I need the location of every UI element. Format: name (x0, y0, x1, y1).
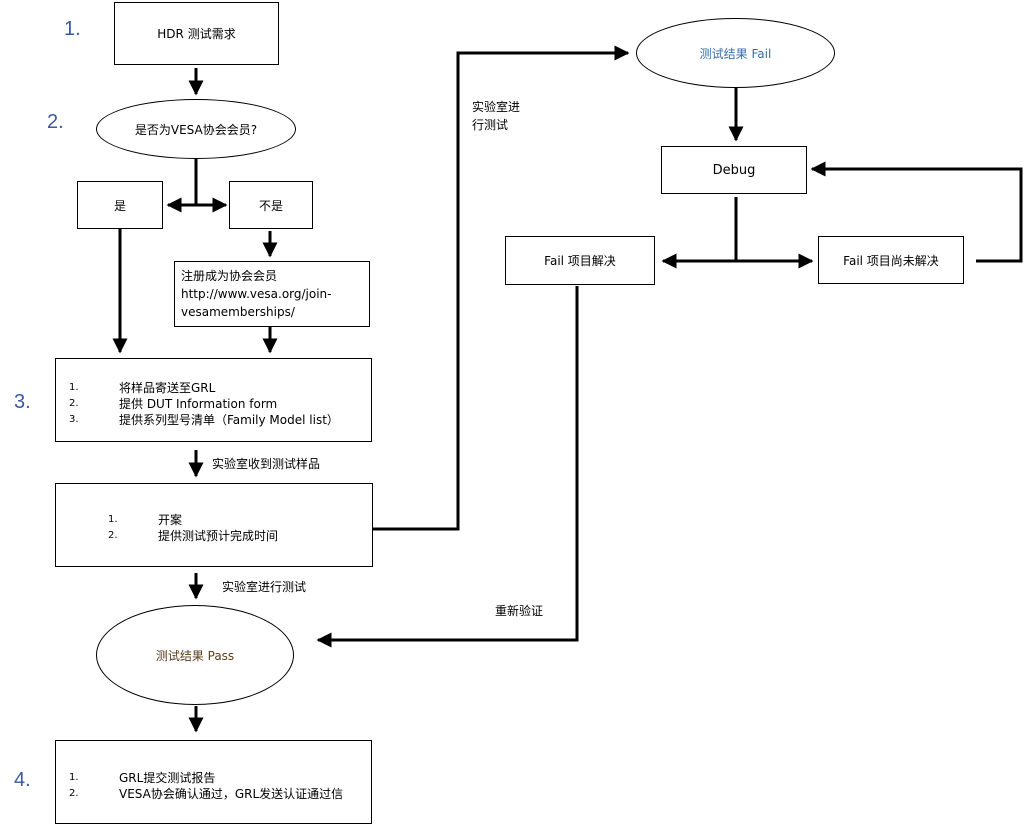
list-item: 1. 将样品寄送至GRL (69, 380, 339, 396)
edge-label-reverify: 重新验证 (495, 604, 544, 618)
step-number-1: 1. (64, 18, 81, 40)
edge-label-lab-received: 实验室收到测试样品 (212, 457, 321, 471)
edge-label-lab-testing-split: 实验室进 行测试 (472, 98, 520, 134)
arrow-opencase-to-fail (373, 45, 630, 531)
list-item-text: 提供系列型号清单（Family Model list） (119, 413, 339, 427)
arrow-unresolved-to-debug (810, 161, 1023, 263)
arrow-resolved-to-pass (316, 286, 579, 648)
send-sample-list: 1. 将样品寄送至GRL 2. 提供 DUT Information form … (69, 380, 339, 428)
no-label: 不是 (258, 198, 283, 213)
send-sample-box: 1. 将样品寄送至GRL 2. 提供 DUT Information form … (55, 358, 372, 442)
test-result-fail-label: 测试结果 Fail (699, 46, 772, 61)
list-item-text: VESA协会确认通过，GRL发送认证通过信 (119, 787, 344, 801)
register-line-1: 注册成为协会会员 (181, 269, 278, 283)
yes-box: 是 (77, 181, 163, 229)
list-item-number: 1. (108, 514, 118, 525)
report-list: 1. GRL提交测试报告 2. VESA协会确认通过，GRL发送认证通过信 (69, 770, 343, 802)
register-url-line-1: http://www.vesa.org/join- (181, 287, 332, 301)
step-number-3: 3. (14, 391, 31, 413)
no-box: 不是 (229, 181, 313, 229)
list-item-number: 2. (69, 788, 79, 799)
hdr-requirement-box: HDR 测试需求 (114, 2, 279, 65)
yes-label: 是 (113, 198, 126, 213)
hdr-requirement-label: HDR 测试需求 (157, 27, 236, 41)
list-item-text: GRL提交测试报告 (119, 771, 216, 785)
list-item: 2. 提供 DUT Information form (69, 396, 339, 412)
fail-resolved-label: Fail 项目解决 (544, 254, 616, 268)
test-result-fail: 测试结果 Fail (636, 18, 835, 88)
list-item-text: 提供测试预计完成时间 (158, 529, 279, 543)
test-result-pass-label: 测试结果 Pass (155, 648, 235, 663)
debug-label: Debug (712, 162, 756, 178)
list-item-number: 2. (69, 398, 79, 409)
list-item-text: 开案 (158, 513, 183, 527)
list-item: 2. 提供测试预计完成时间 (108, 528, 278, 544)
list-item-number: 3. (69, 414, 79, 425)
register-member-box: 注册成为协会会员 http://www.vesa.org/join- vesam… (174, 261, 370, 327)
list-item: 2. VESA协会确认通过，GRL发送认证通过信 (69, 786, 343, 802)
step-number-2: 2. (47, 111, 64, 133)
test-result-pass: 测试结果 Pass (96, 605, 294, 705)
list-item-text: 提供 DUT Information form (119, 397, 278, 411)
step-number-4: 4. (14, 769, 31, 791)
debug-box: Debug (661, 146, 807, 194)
open-case-box: 1. 开案 2. 提供测试预计完成时间 (55, 483, 373, 567)
list-item-number: 2. (108, 530, 118, 541)
list-item-text: 将样品寄送至GRL (119, 381, 216, 395)
register-url-line-2: vesamemberships/ (181, 305, 295, 319)
open-case-list: 1. 开案 2. 提供测试预计完成时间 (108, 512, 278, 544)
vesa-member-question-label: 是否为VESA协会会员? (134, 122, 258, 137)
report-box: 1. GRL提交测试报告 2. VESA协会确认通过，GRL发送认证通过信 (55, 740, 372, 824)
edge-label-lab-testing: 实验室进行测试 (222, 580, 307, 594)
list-item: 1. 开案 (108, 512, 278, 528)
vesa-member-question: 是否为VESA协会会员? (96, 99, 296, 159)
list-item: 3. 提供系列型号清单（Family Model list） (69, 412, 339, 428)
list-item-number: 1. (69, 382, 79, 393)
fail-resolved-box: Fail 项目解决 (505, 236, 655, 285)
edge-label-line-1: 实验室进 (472, 100, 521, 114)
edge-label-line-2: 行测试 (472, 118, 509, 132)
fail-unresolved-label: Fail 项目尚未解决 (843, 253, 939, 268)
fail-unresolved-box: Fail 项目尚未解决 (818, 236, 964, 284)
list-item: 1. GRL提交测试报告 (69, 770, 343, 786)
list-item-number: 1. (69, 772, 79, 783)
